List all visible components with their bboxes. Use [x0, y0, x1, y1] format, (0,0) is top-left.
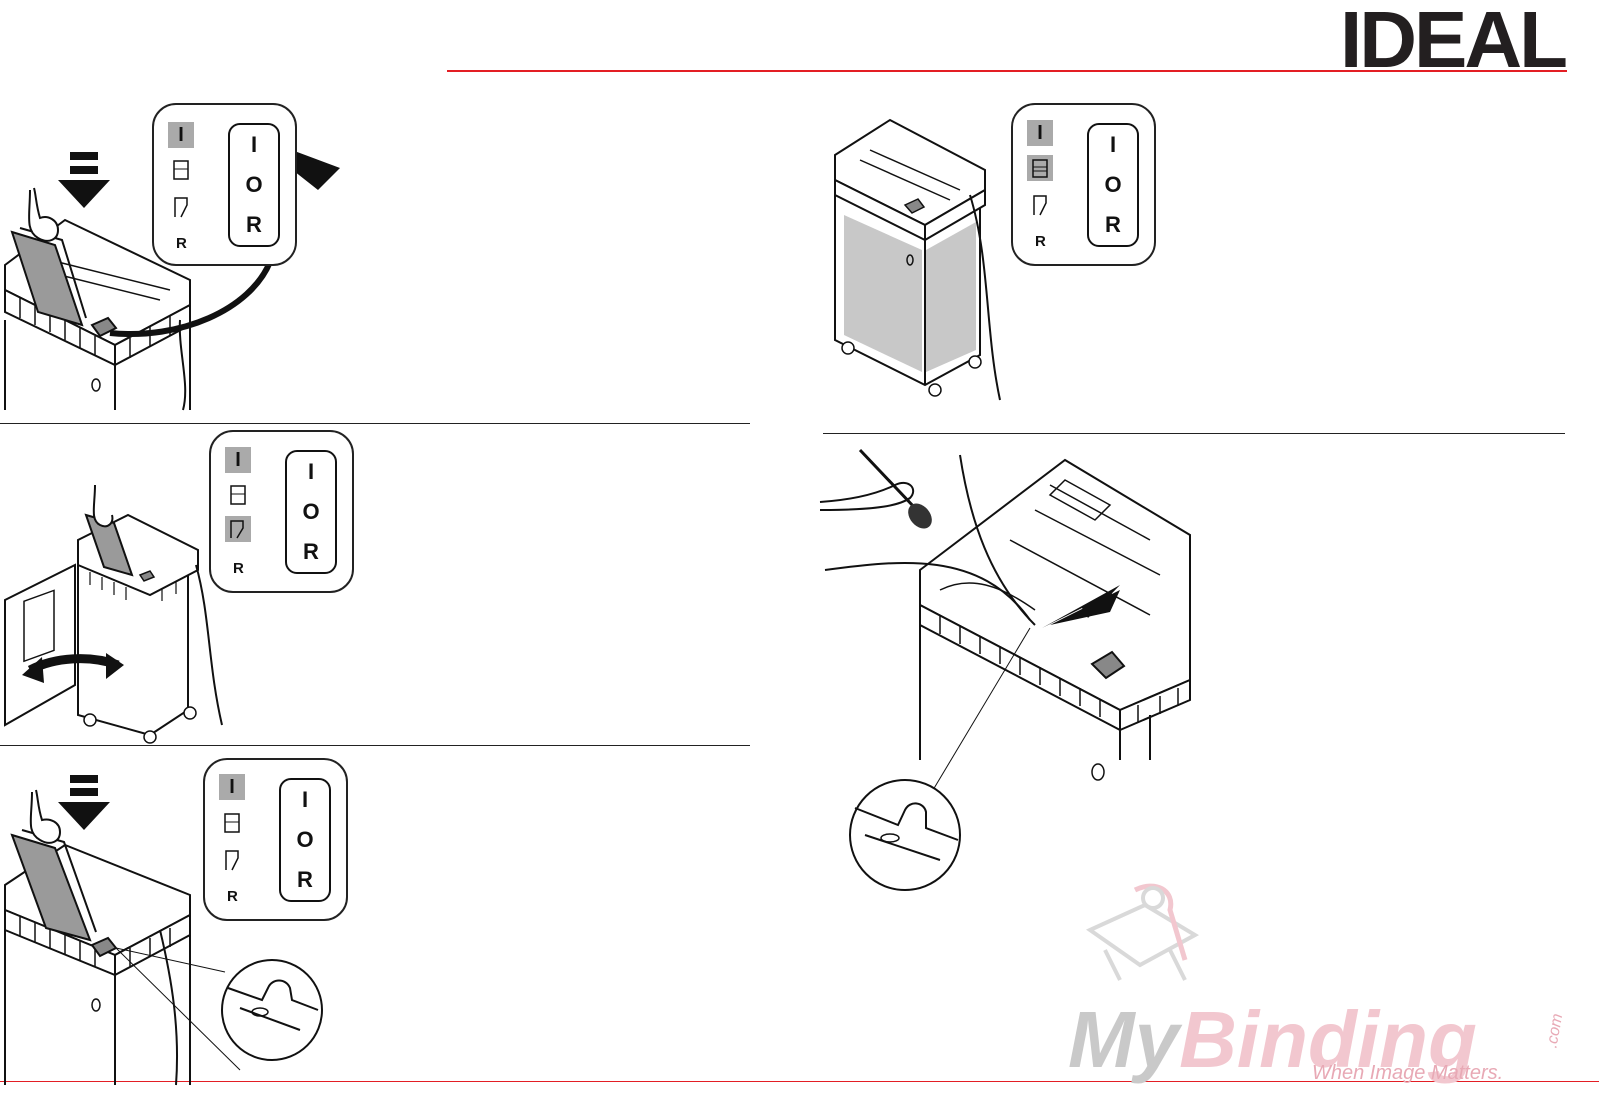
- watermark-tagline: When Image Matters.: [1312, 1062, 1504, 1084]
- rocker-switch-step1[interactable]: I O R: [228, 123, 280, 247]
- separator-left-2: [0, 745, 750, 746]
- bin-full-indicator-lamp: [1027, 155, 1053, 181]
- power-indicator-lamp: I: [168, 122, 194, 148]
- shredder-illustration-step1: [4, 140, 340, 411]
- door-open-icon: [174, 197, 188, 218]
- watermark-com: .com: [1543, 1012, 1567, 1050]
- switch-off-label: O: [302, 499, 320, 524]
- logo-text: IDEAL: [1340, 0, 1568, 84]
- reverse-indicator-label: R: [227, 888, 238, 905]
- reverse-indicator-label: R: [176, 235, 187, 252]
- switch-off-label: O: [245, 172, 263, 197]
- power-indicator-lamp: I: [219, 774, 245, 800]
- door-open-icon: [1033, 195, 1047, 216]
- switch-reverse-label: R: [297, 867, 313, 892]
- switch-on-label: I: [250, 132, 258, 157]
- switch-reverse-label: R: [246, 212, 262, 237]
- shredder-full-bin-illustration: [834, 118, 1001, 401]
- rocker-switch-step3[interactable]: I O R: [279, 778, 331, 902]
- bin-full-icon: [230, 485, 246, 505]
- door-open-icon: [225, 850, 239, 871]
- bin-full-icon: [1032, 159, 1048, 178]
- footer-rule: [0, 1081, 1599, 1082]
- sensor-cleaning-illustration: [819, 448, 1191, 891]
- bin-full-icon: [224, 813, 240, 833]
- rocker-switch-step4[interactable]: I O R: [1087, 123, 1139, 247]
- switch-reverse-label: R: [1105, 212, 1121, 237]
- door-open-indicator-lamp: [225, 516, 251, 542]
- switch-on-label: I: [307, 459, 315, 484]
- door-open-icon: [230, 520, 244, 539]
- power-indicator-lamp: I: [225, 447, 251, 473]
- reverse-indicator-label: R: [1035, 233, 1046, 250]
- shredder-illustration-step2: [4, 484, 223, 744]
- separator-right-1: [823, 433, 1565, 434]
- watermark-binding: Binding: [1179, 995, 1477, 1084]
- control-panel-step4: I R I O R: [1011, 103, 1156, 266]
- control-panel-step2: I R I O R: [209, 430, 354, 593]
- bin-full-icon: [173, 160, 189, 180]
- header-rule: [447, 70, 1567, 72]
- ideal-logo: IDEAL: [1340, 0, 1568, 80]
- reverse-indicator-label: R: [233, 560, 244, 577]
- rocker-switch-step2[interactable]: I O R: [285, 450, 337, 574]
- switch-reverse-label: R: [303, 539, 319, 564]
- watermark-my: My: [1068, 995, 1180, 1084]
- switch-off-label: O: [1104, 172, 1122, 197]
- control-panel-step1: I R I O R: [152, 103, 297, 266]
- switch-on-label: I: [301, 787, 309, 812]
- mybinding-logo-graphic: [1085, 883, 1200, 981]
- control-panel-step3: I R I O R: [203, 758, 348, 921]
- power-indicator-lamp: I: [1027, 120, 1053, 146]
- shredder-illustration-step3: [4, 775, 323, 1086]
- watermark-brand: MyBinding: [1068, 1000, 1477, 1080]
- switch-off-label: O: [296, 827, 314, 852]
- switch-on-label: I: [1109, 132, 1117, 157]
- separator-left-1: [0, 423, 750, 424]
